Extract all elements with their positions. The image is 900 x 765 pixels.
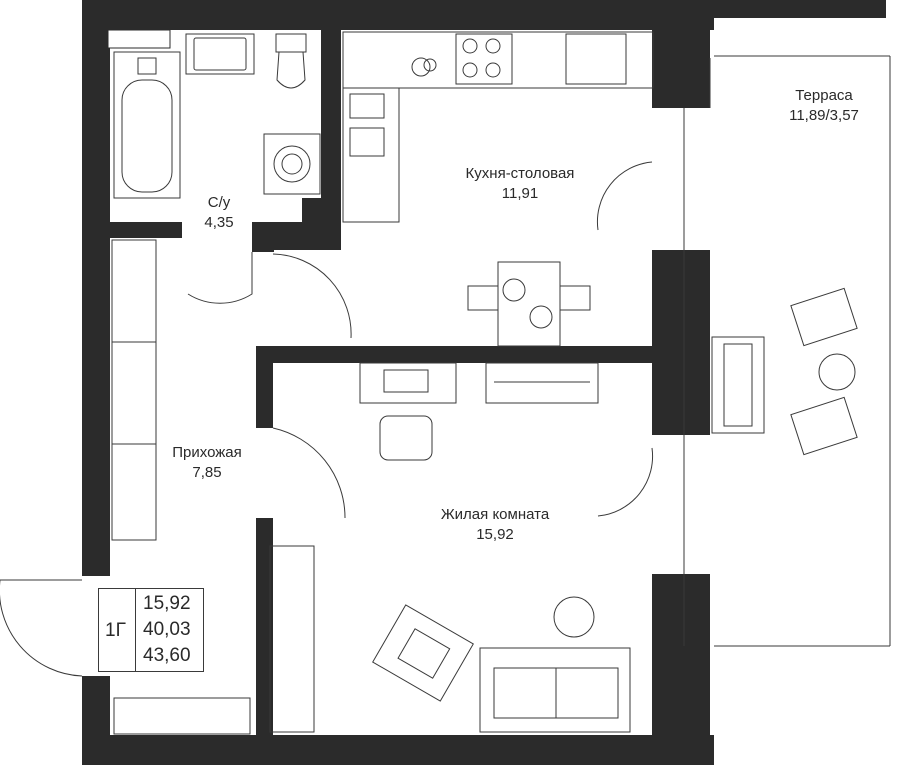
room-label-kitchen: Кухня-столовая 11,91 xyxy=(430,164,610,204)
hallway-name: Прихожая xyxy=(172,444,242,461)
room-label-bathroom: С/у 4,35 xyxy=(180,193,258,233)
room-label-hallway: Прихожая 7,85 xyxy=(158,443,256,483)
furniture-outlines xyxy=(111,31,858,735)
living-area: 15,92 xyxy=(476,526,514,543)
bathroom-window xyxy=(107,29,171,49)
apartment-info-box: 1Г 15,92 40,03 43,60 xyxy=(98,588,204,672)
terrace-name: Терраса xyxy=(795,87,853,104)
room-label-living: Жилая комната 15,92 xyxy=(410,505,580,545)
terrace-area: 11,89/3,57 xyxy=(789,107,859,124)
hallway-area: 7,85 xyxy=(192,464,222,481)
kitchen-area: 11,91 xyxy=(501,185,539,202)
room-label-terrace: Терраса 11,89/3,57 xyxy=(764,86,884,126)
doors xyxy=(0,161,654,677)
walls xyxy=(82,0,886,765)
kitchen-name: Кухня-столовая xyxy=(465,165,575,182)
total-area-with-terrace-value: 43,60 xyxy=(143,645,191,666)
bathroom-name: С/у xyxy=(207,194,231,211)
living-area-value: 15,92 xyxy=(143,593,191,614)
apartment-type: 1Г xyxy=(105,620,126,641)
total-area-value: 40,03 xyxy=(143,619,191,640)
bathroom-area: 4,35 xyxy=(204,214,234,231)
info-divider xyxy=(135,589,136,671)
living-name: Жилая комната xyxy=(440,506,550,523)
terrace-outline xyxy=(683,55,891,647)
